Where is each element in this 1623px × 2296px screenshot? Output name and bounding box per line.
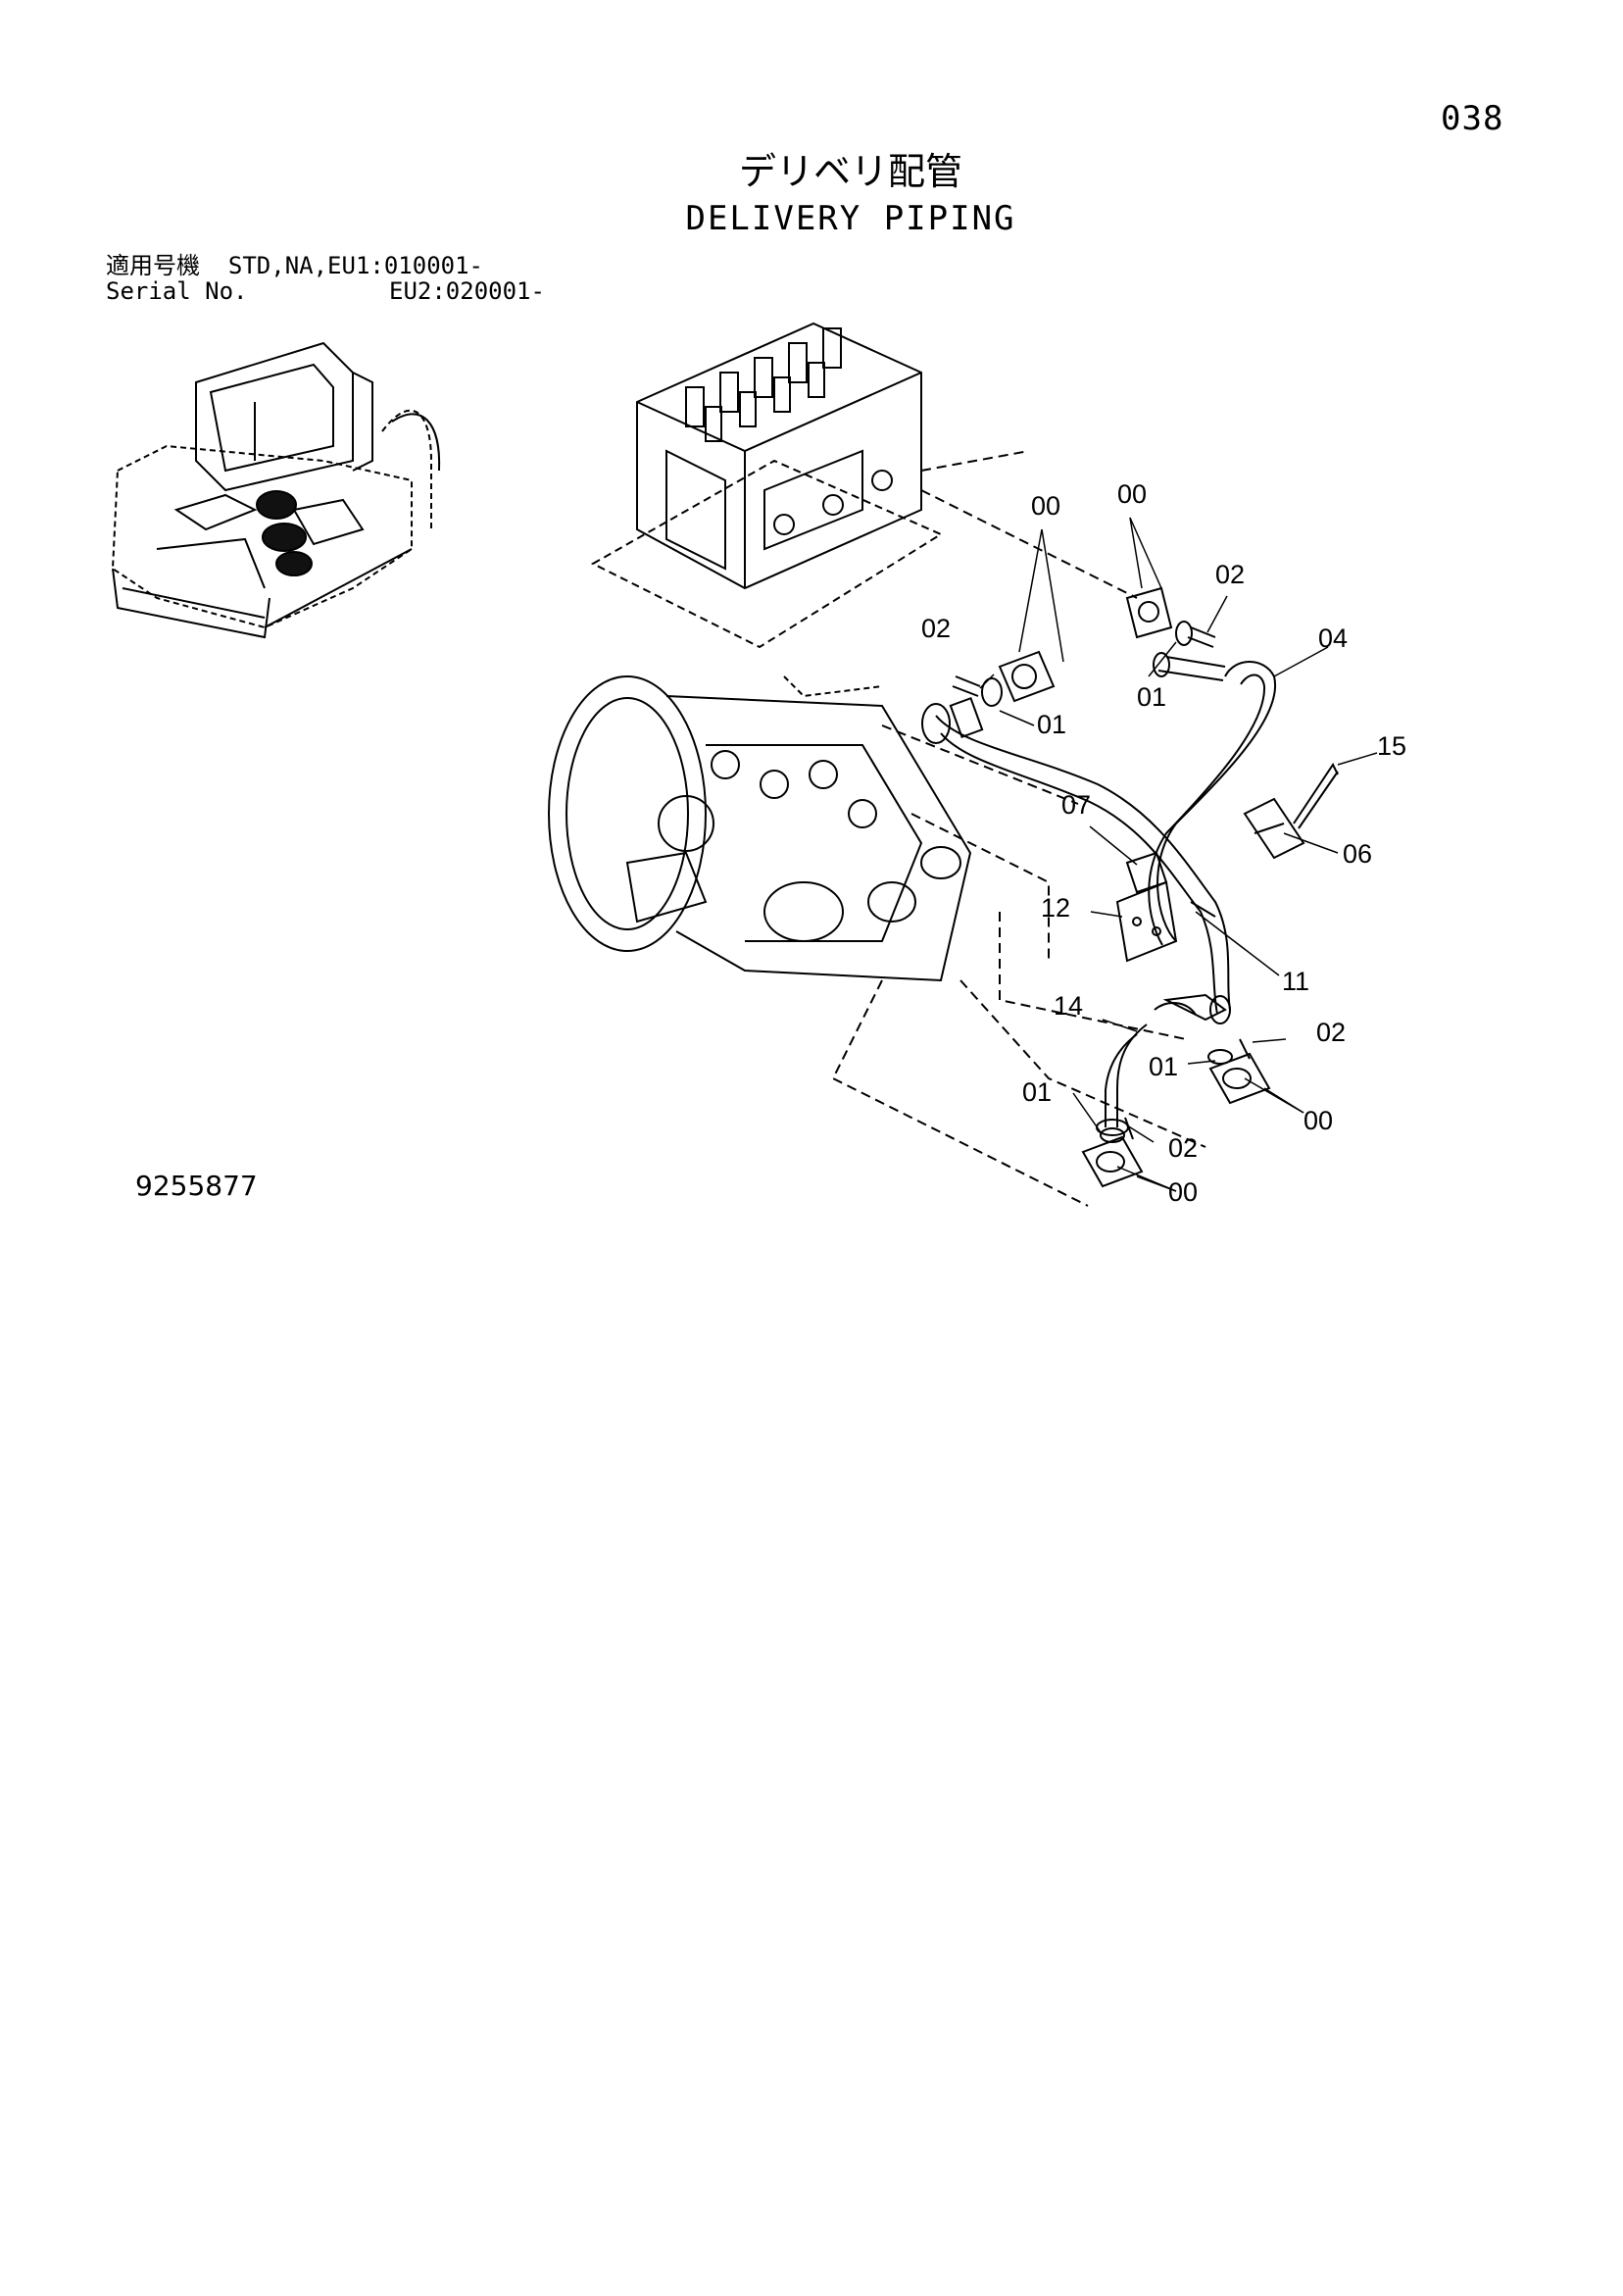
- callout-00-c: 00: [1303, 1106, 1333, 1135]
- bolt-upper-right: [1187, 626, 1216, 648]
- callout-04: 04: [1318, 624, 1348, 653]
- callout-12: 12: [1041, 893, 1070, 923]
- split-flange-upper-right: [1125, 586, 1173, 639]
- callout-02-c: 02: [1316, 1018, 1346, 1047]
- serial-label-jp: 適用号機: [106, 252, 200, 279]
- long-bolt-15: [1293, 763, 1339, 829]
- title-english: DELIVERY PIPING: [685, 199, 1016, 238]
- callout-01-d: 01: [1022, 1077, 1052, 1107]
- clamp-06: [1243, 797, 1305, 860]
- serial-label-en: Serial No.: [106, 277, 248, 305]
- serial-row-1: 適用号機 STD,NA,EU1:010001-: [106, 253, 545, 278]
- hydraulic-pump-illustration: [548, 675, 1206, 1207]
- excavator-overview-illustration: [111, 341, 441, 639]
- serial-row-2: Serial No. EU2:020001-: [106, 278, 545, 304]
- delivery-hose-upper: [921, 652, 1277, 1015]
- flange-lower-left: [1081, 1135, 1144, 1188]
- page-number: 038: [1441, 99, 1504, 138]
- plate-12: [1115, 880, 1178, 963]
- callout-06: 06: [1343, 839, 1372, 869]
- bolt-lower-left: [1124, 1117, 1134, 1140]
- callout-00-a: 00: [1031, 491, 1060, 521]
- o-ring-upper-left: [981, 677, 1003, 707]
- flange-lower-right: [1208, 1052, 1271, 1105]
- bolt-lower-right: [1239, 1038, 1251, 1060]
- callout-02-b: 02: [921, 614, 951, 643]
- callout-15: 15: [1377, 731, 1406, 761]
- bolt-upper-left: [952, 675, 981, 697]
- callout-14: 14: [1054, 991, 1083, 1021]
- drawing-number: 9255877: [135, 1170, 258, 1202]
- control-valve-illustration: [590, 322, 1138, 649]
- callout-02-a: 02: [1215, 560, 1245, 589]
- o-ring-upper-right: [1175, 621, 1193, 646]
- callout-01-a: 01: [1037, 710, 1066, 739]
- callout-11: 11: [1282, 967, 1309, 996]
- o-ring-lower-right: [1207, 1049, 1233, 1065]
- serial-range-1: STD,NA,EU1:010001-: [227, 252, 483, 279]
- callout-01-b: 01: [1137, 682, 1166, 712]
- callout-01-c: 01: [1149, 1052, 1178, 1081]
- callout-07: 07: [1061, 790, 1091, 820]
- serial-applicability: 適用号機 STD,NA,EU1:010001- Serial No. EU2:0…: [106, 253, 545, 304]
- bolt-11: [1190, 901, 1216, 918]
- leader-lines: [979, 517, 1378, 1192]
- split-flange-upper-left: [998, 650, 1056, 703]
- o-ring-lower-left: [1100, 1127, 1125, 1143]
- callout-00-d: 00: [1168, 1177, 1198, 1207]
- callout-00-b: 00: [1117, 479, 1147, 509]
- callout-02-d: 02: [1168, 1133, 1198, 1163]
- title-japanese: デリベリ配管: [738, 150, 962, 193]
- serial-range-2: EU2:020001-: [389, 277, 545, 305]
